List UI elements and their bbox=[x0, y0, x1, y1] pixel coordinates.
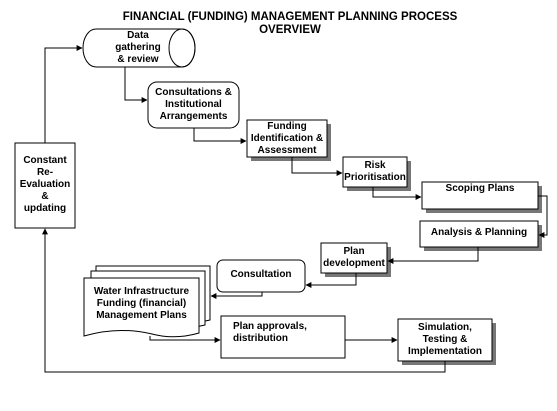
arrow-risk-to-scoping bbox=[372, 187, 422, 200]
node-plan-approvals bbox=[220, 315, 346, 359]
node-funding-identification bbox=[246, 119, 331, 161]
label-line: Consultation bbox=[230, 269, 292, 280]
label-line: Prioritisation bbox=[344, 172, 406, 183]
label-line: gathering bbox=[115, 42, 161, 53]
label-line: Constant bbox=[23, 155, 67, 166]
label-line: Implementation bbox=[408, 346, 482, 357]
arrow-plans-to-approvals bbox=[149, 336, 221, 343]
label-line: Risk bbox=[364, 160, 386, 171]
label-line: Funding bbox=[267, 121, 307, 132]
label-line: Data bbox=[127, 30, 149, 41]
node-simulation-testing bbox=[397, 318, 496, 365]
label-simulation-testing: Simulation, Testing & Implementation bbox=[398, 322, 492, 358]
label-line: updating bbox=[23, 203, 67, 214]
label-data-gathering: Data gathering & review bbox=[84, 30, 192, 66]
title-line-1: FINANCIAL (FUNDING) MANAGEMENT PLANNING … bbox=[122, 11, 458, 23]
label-line: Water Infrastructure bbox=[93, 286, 190, 297]
label-line: Management Plans bbox=[96, 310, 187, 321]
arrow-data-to-consultations bbox=[124, 67, 148, 103]
label-line: Scoping Plans bbox=[445, 183, 515, 194]
arrow-funding-to-risk bbox=[291, 157, 343, 176]
title-line-2: OVERVIEW bbox=[259, 24, 321, 36]
node-risk-prioritisation bbox=[342, 156, 411, 191]
label-line: Identification & bbox=[250, 133, 324, 144]
label-line: Consultations & bbox=[155, 87, 232, 98]
node-consultation bbox=[216, 259, 306, 293]
label-plan-development: Plan development bbox=[321, 246, 387, 270]
label-line: & review bbox=[117, 54, 159, 65]
label-line: Simulation, bbox=[418, 322, 472, 333]
label-line: & bbox=[41, 191, 49, 202]
label-line: Arrangements bbox=[159, 111, 228, 122]
arrow-analysis-to-plandev bbox=[387, 247, 479, 264]
diagram-title: FINANCIAL (FUNDING) MANAGEMENT PLANNING … bbox=[80, 11, 500, 24]
label-line: Funding (financial) bbox=[96, 298, 187, 309]
arrow-plandev-to-consultation bbox=[305, 273, 357, 288]
arrow-consultations-to-funding bbox=[193, 128, 247, 144]
label-line: Institutional bbox=[165, 99, 222, 110]
arrow-simulation-to-reevaluation bbox=[42, 228, 446, 373]
label-line: Evaluation bbox=[19, 179, 71, 190]
label-scoping-plans: Scoping Plans bbox=[422, 183, 538, 195]
label-risk-prioritisation: Risk Prioritisation bbox=[343, 160, 407, 184]
arrow-reevaluation-to-data bbox=[44, 45, 83, 143]
arrow-scoping-to-analysis bbox=[538, 195, 548, 238]
label-line: Testing & bbox=[422, 334, 468, 345]
label-line: Analysis & Planning bbox=[430, 227, 528, 238]
diagram-subtitle: OVERVIEW bbox=[80, 24, 500, 37]
label-line: distribution bbox=[233, 333, 288, 344]
label-plan-approvals: Plan approvals, distribution bbox=[233, 321, 341, 345]
node-plan-development bbox=[320, 242, 391, 277]
arrow-consultation-to-plans bbox=[210, 292, 263, 299]
label-consultations-institutional: Consultations & Institutional Arrangemen… bbox=[148, 87, 239, 123]
label-line: Re- bbox=[36, 167, 54, 178]
label-water-infrastructure-plans: Water Infrastructure Funding (financial)… bbox=[84, 286, 199, 322]
label-analysis-planning: Analysis & Planning bbox=[420, 227, 538, 239]
label-line: Assessment bbox=[257, 145, 317, 156]
node-analysis-planning bbox=[419, 220, 542, 251]
label-funding-identification: Funding Identification & Assessment bbox=[247, 121, 327, 157]
label-line: Plan bbox=[343, 246, 365, 257]
label-constant-reevaluation: Constant Re- Evaluation & updating bbox=[15, 155, 75, 215]
label-line: development bbox=[323, 258, 385, 269]
label-consultation: Consultation bbox=[217, 269, 305, 281]
node-data-gathering bbox=[82, 28, 196, 68]
label-line: Plan approvals, bbox=[233, 321, 307, 332]
node-water-infrastructure-plans bbox=[83, 265, 211, 338]
node-scoping-plans bbox=[421, 181, 542, 213]
